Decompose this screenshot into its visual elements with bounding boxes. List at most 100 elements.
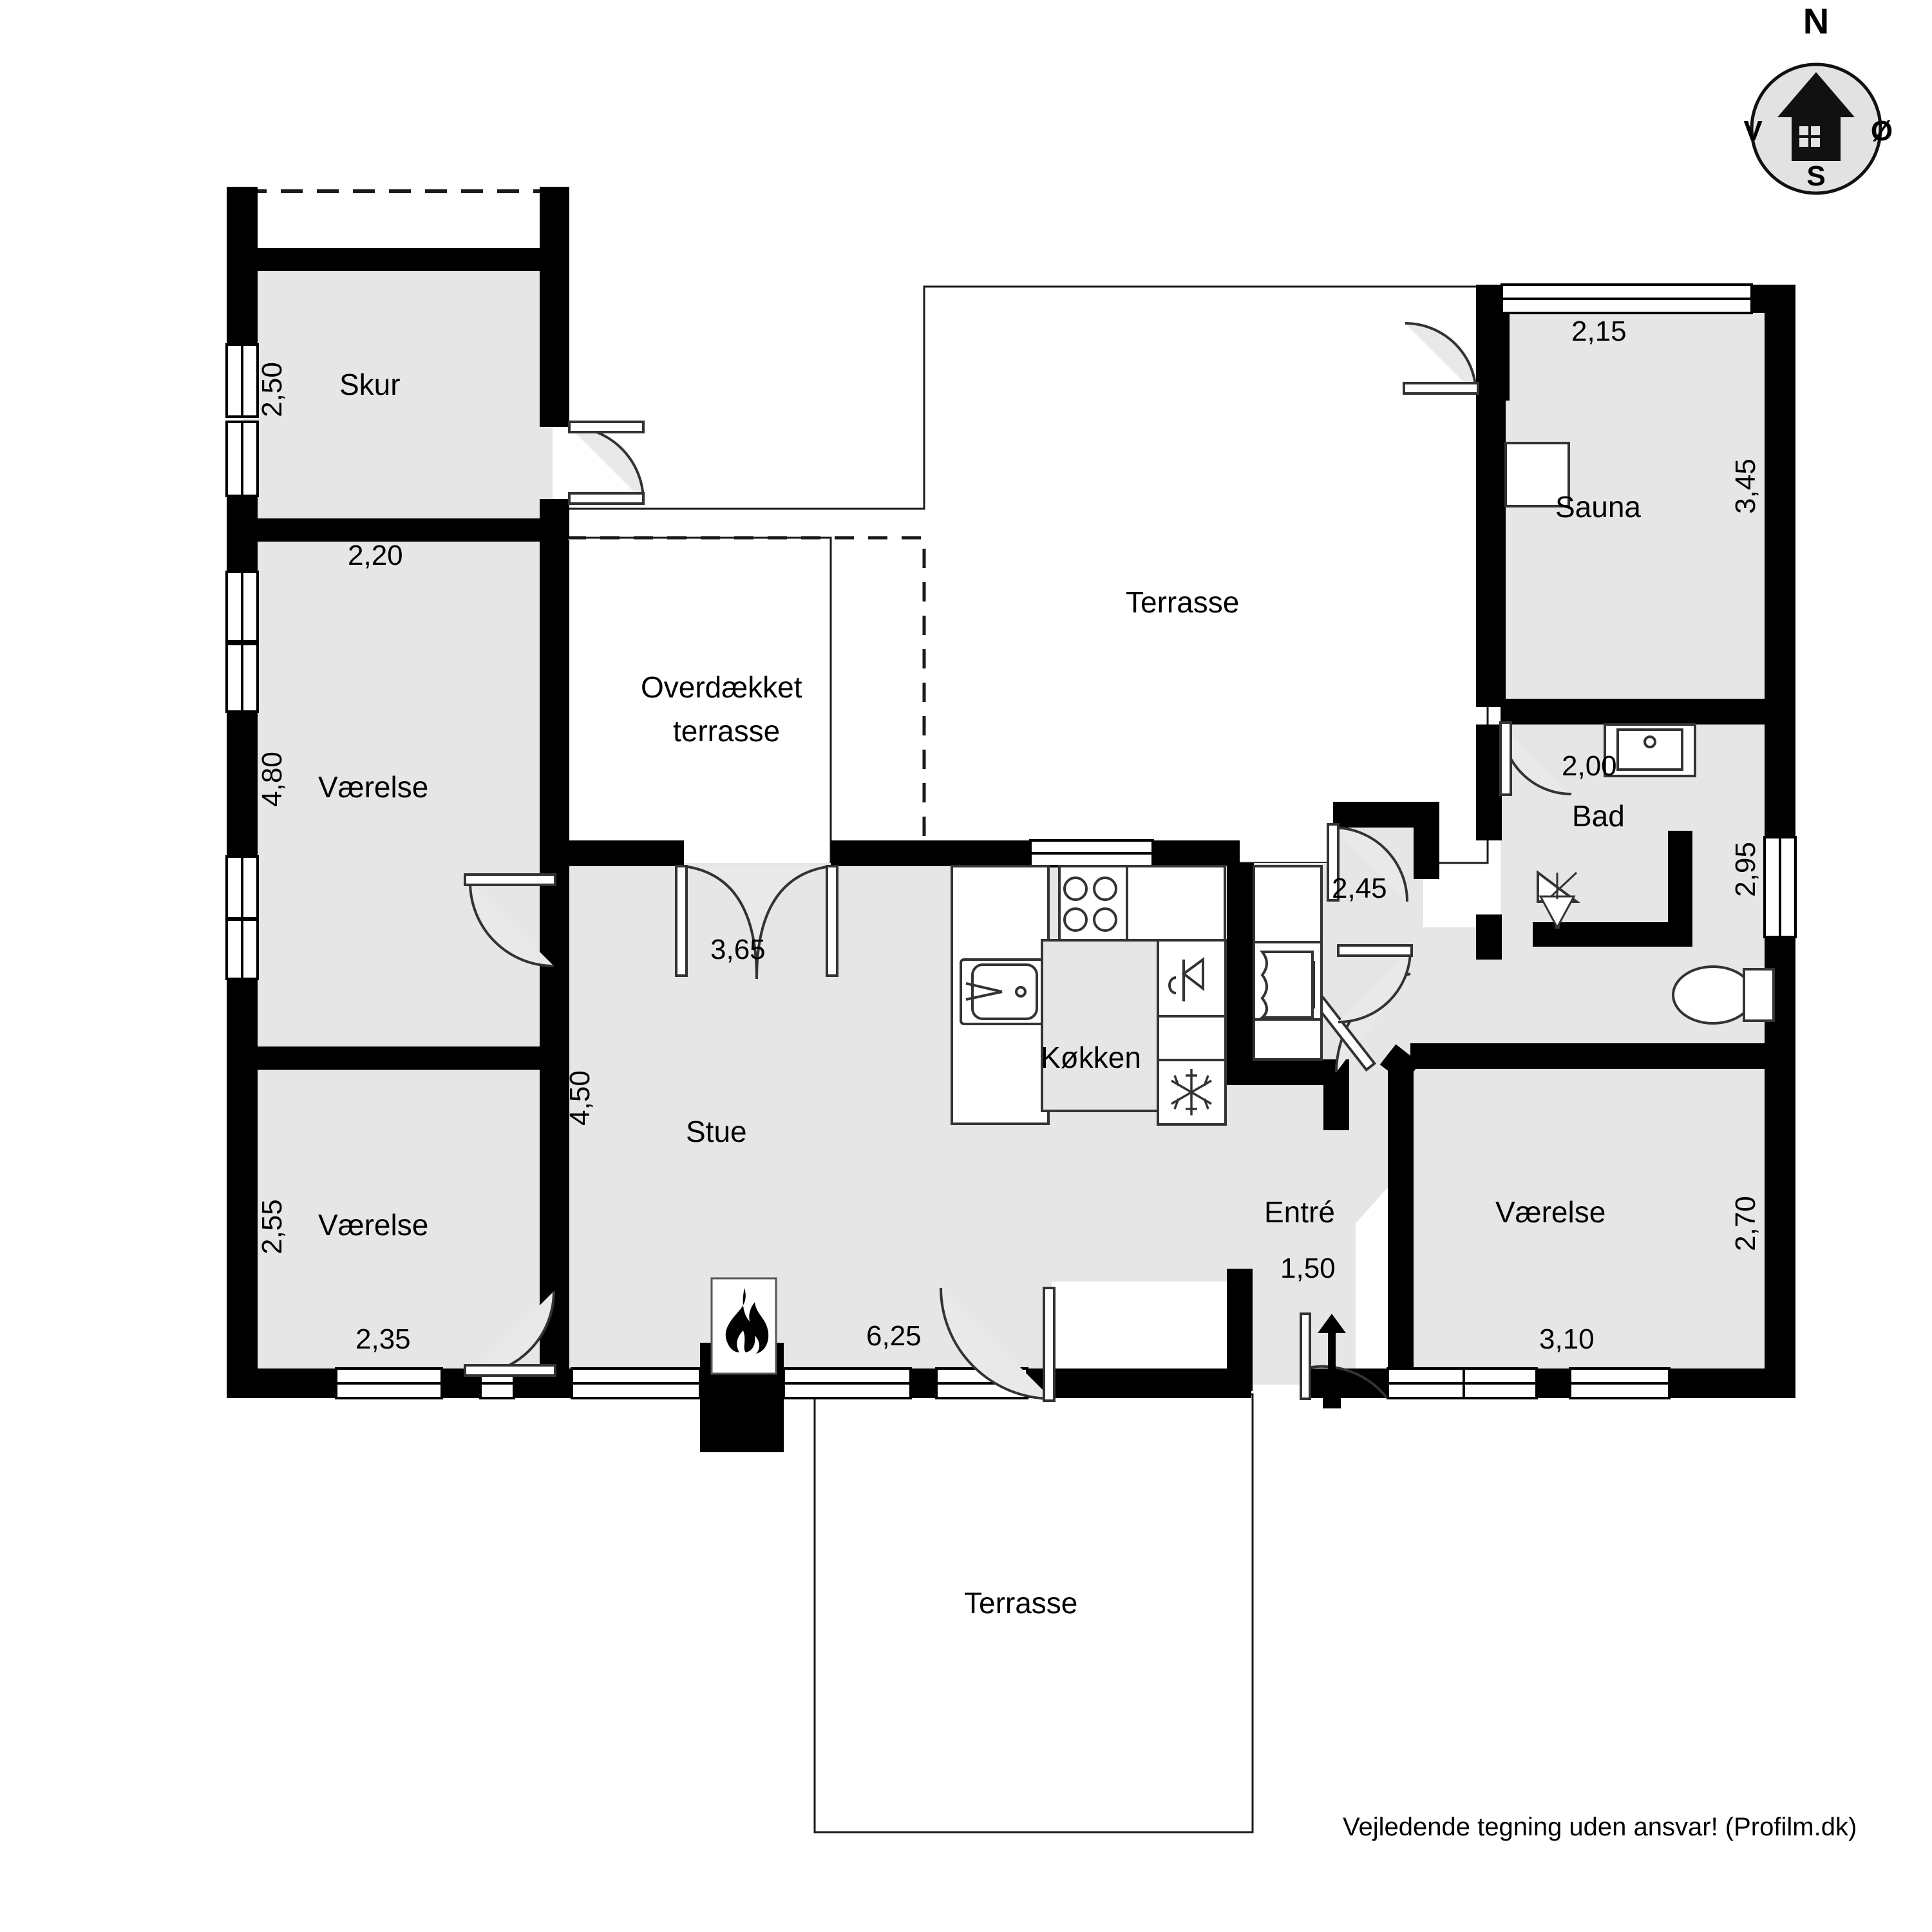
wall-stue-top-left: [555, 840, 684, 866]
window-bottom-6: [1387, 1367, 1671, 1399]
wall-left-d: [227, 979, 258, 1056]
room-label-vaerelse-se: Værelse: [1495, 1195, 1606, 1229]
dim-sauna-width: 2,15: [1571, 316, 1627, 347]
wall-skur-top: [227, 248, 568, 271]
wall-skur-bottom: [227, 518, 568, 542]
disclaimer-credit: Vejledende tegning uden ansvar! (Profilm…: [1343, 1813, 1857, 1841]
windows: [225, 283, 1797, 1399]
dim-stue-height: 4,50: [564, 1070, 596, 1126]
vaerelse-nw-fill: [243, 540, 553, 1055]
compass-west-label: V: [1743, 115, 1763, 147]
wall-skur-right-mid: [540, 271, 569, 427]
freezer-icon: [1157, 1059, 1227, 1126]
cupboard: [1157, 1015, 1227, 1061]
dim-bad-height: 2,95: [1729, 842, 1761, 897]
window-bottom-3: [571, 1367, 701, 1399]
dim-vsw-height: 2,55: [256, 1199, 288, 1255]
wall-bad-left2: [1476, 914, 1502, 960]
window-left-vnw-1: [225, 571, 259, 713]
room-label-terrasse-south: Terrasse: [964, 1586, 1078, 1620]
door-sauna: [1403, 322, 1479, 395]
bath-fixtures: [1537, 723, 1775, 1025]
room-label-kokken: Køkken: [1041, 1041, 1141, 1074]
kitchen-island: [1041, 939, 1159, 1112]
window-kitchen-top: [1029, 839, 1154, 867]
wall-bottom-j: [1537, 1368, 1570, 1398]
washing-machine-icon: [1253, 865, 1323, 1061]
wall-corridor-diag: [1379, 1044, 1421, 1084]
room-label-overdaekket-2: terrasse: [673, 714, 781, 748]
door-bad: [1499, 721, 1572, 796]
terrasse-north-area: [565, 285, 1489, 864]
wall-sauna-topbar-l: [1476, 285, 1502, 312]
room-label-stue: Stue: [686, 1115, 747, 1148]
wall-sauna-left: [1476, 392, 1506, 707]
door-terrasse-south: [940, 1287, 1056, 1402]
dim-vse-height: 2,70: [1729, 1196, 1761, 1251]
fireplace-flame-icon: [710, 1277, 777, 1375]
window-right-bad: [1763, 836, 1797, 938]
room-label-overdaekket-1: Overdækket: [641, 670, 802, 704]
fireplace-chimney: [700, 1368, 784, 1452]
wall-bad-top: [1501, 699, 1771, 724]
room-label-sauna: Sauna: [1555, 490, 1642, 524]
sauna-fill: [1501, 308, 1771, 723]
dim-vnw-height: 4,80: [256, 752, 288, 807]
door-vaerelse-nw: [464, 873, 556, 967]
wall-skur-right-top: [540, 187, 569, 272]
sauna-stove-icon: [1504, 442, 1570, 507]
wall-left-e: [227, 1066, 258, 1391]
skur-fill: [243, 264, 553, 528]
window-left-skur: [225, 343, 259, 497]
room-label-vaerelse-sw: Værelse: [318, 1208, 429, 1242]
wall-stue-top-right2: [1153, 840, 1240, 866]
compass-north-label: N: [1803, 1, 1829, 41]
wall-bottom-k: [1669, 1368, 1795, 1398]
floor-drain-icon: [1537, 870, 1580, 930]
dim-stue-width: 6,25: [866, 1320, 922, 1352]
door-kokken-entre: [1327, 823, 1408, 902]
dim-bad-width: 2,00: [1562, 750, 1617, 782]
kitchen-sink-icon: [960, 958, 1045, 1025]
dim-sauna-height: 3,45: [1729, 459, 1761, 514]
wall-vnw-bottom: [227, 1046, 568, 1070]
dim-vse-width: 3,10: [1539, 1323, 1595, 1355]
room-label-terrasse-north: Terrasse: [1126, 585, 1240, 619]
kitchen-fixtures: [951, 865, 1323, 1126]
wall-corridor-h: [1410, 1043, 1771, 1069]
window-bottom-1: [335, 1367, 443, 1399]
door-corridor: [1337, 944, 1413, 1023]
door-entrance: [1300, 1312, 1388, 1400]
stovetop-icon: [1058, 865, 1128, 942]
entrance-arrow-icon: [1318, 1314, 1346, 1408]
wall-right-a: [1765, 285, 1795, 706]
wall-vnw-right: [540, 540, 569, 875]
dim-entre-width: 1,50: [1280, 1253, 1336, 1284]
dim-entre-depth: 2,45: [1332, 873, 1387, 904]
wall-kitchen-right: [1227, 863, 1254, 1069]
dim-skur-height: 2,50: [256, 362, 288, 417]
window-left-vnw-2: [225, 855, 259, 980]
room-label-vaerelse-nw: Værelse: [318, 770, 429, 804]
door-vaerelse-sw: [464, 1291, 556, 1377]
terrasse-south-area: [813, 1393, 1254, 1833]
toilet-icon: [1672, 965, 1775, 1025]
compass-rose: N S V Ø: [1743, 1, 1893, 195]
room-label-bad: Bad: [1572, 799, 1625, 833]
wall-right-b: [1765, 705, 1795, 837]
wall-bottom-e: [911, 1368, 936, 1398]
wall-left-c: [227, 712, 258, 857]
wall-bottom-g: [1052, 1368, 1251, 1398]
dim-terrasse-door: 3,65: [710, 934, 766, 965]
overdaekket-terrasse-boundary: [567, 536, 926, 863]
room-label-entre: Entré: [1264, 1195, 1335, 1229]
vaerelse-se-fill: [1410, 1069, 1771, 1385]
wall-entre-top2: [1414, 802, 1439, 879]
dim-vnw-width: 2,20: [348, 540, 403, 571]
room-fills: [243, 264, 1771, 1385]
wash-basin-icon: [1604, 723, 1696, 777]
compass-south-label: S: [1806, 160, 1825, 192]
vaerelse-sw-fill: [243, 1069, 553, 1385]
wall-bottom-a: [227, 1368, 336, 1398]
